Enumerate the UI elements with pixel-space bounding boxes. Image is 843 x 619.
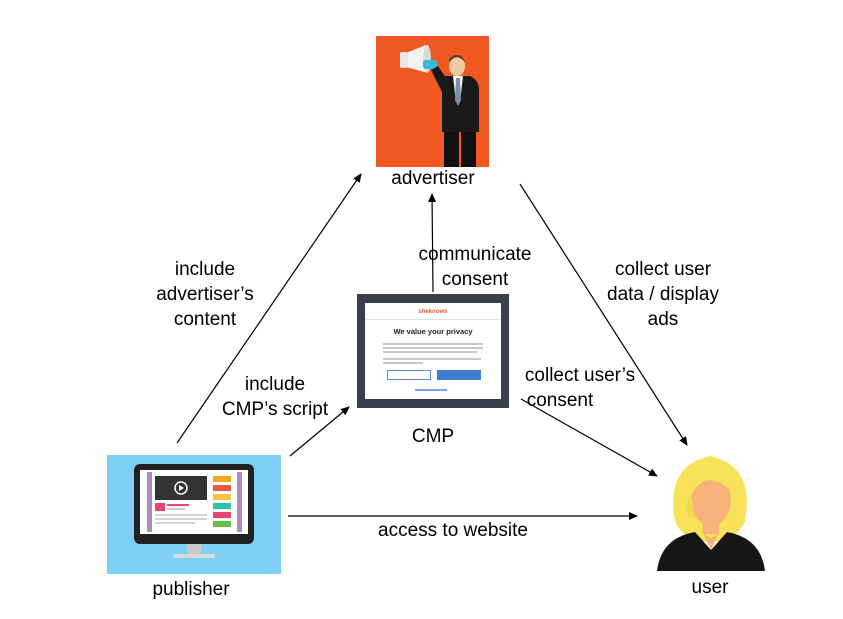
consent-dialog-title: We value your privacy — [393, 327, 473, 336]
edge-cmp-advertiser-arrow — [428, 193, 437, 293]
edge-publisher-advertiser-arrow — [176, 173, 362, 444]
publisher-label: publisher — [152, 579, 230, 600]
edge-publisher-cmp-arrow — [289, 406, 350, 457]
edge-label-line: content — [173, 309, 237, 330]
edge-cmp-user-label: collect user’s consent — [505, 363, 655, 413]
cmp-consent-dialog-screenshot: sheknows We value your privacy — [357, 294, 509, 408]
edge-label-line: collect user — [614, 259, 712, 280]
dialog-text-line — [383, 343, 483, 345]
edge-publisher-cmp-label: include CMP’s script — [205, 372, 345, 422]
edge-advertiser-user-label: collect user data / display ads — [583, 257, 743, 332]
edge-label-line: ads — [647, 309, 679, 330]
edge-advertiser-user-arrow — [519, 183, 688, 446]
dialog-text-line — [383, 358, 481, 360]
dialog-text-line — [383, 347, 483, 349]
edge-label-line: consent — [526, 390, 594, 411]
dialog-text-line — [383, 362, 423, 364]
edge-label-line: data / display — [607, 284, 719, 305]
edge-label-line: include — [174, 259, 236, 280]
edge-publisher-advertiser-label: include advertiser’s content — [130, 257, 280, 332]
consent-more-options-button — [387, 370, 431, 380]
dialog-footer-link — [415, 389, 447, 391]
dialog-text-line — [383, 351, 477, 353]
user-label: user — [691, 577, 729, 598]
edge-label-line: collect user’s — [524, 365, 636, 386]
consent-dialog: sheknows We value your privacy — [365, 303, 501, 399]
consent-accept-button — [437, 370, 481, 380]
edge-label-line: consent — [441, 269, 509, 290]
monitor-website-icon — [107, 455, 281, 574]
edge-label-line: communicate — [418, 244, 532, 265]
edge-label-line: advertiser’s — [156, 284, 254, 305]
edge-cmp-advertiser-label: communicate consent — [400, 242, 550, 292]
consent-dialog-brand: sheknows — [418, 309, 448, 315]
edge-label-line: include — [244, 374, 306, 395]
divider — [365, 319, 501, 320]
edge-cmp-user-arrow — [520, 398, 658, 477]
edge-publisher-user-label: access to website — [368, 518, 538, 543]
edge-label-line: CMP’s script — [221, 399, 329, 420]
advertiser-megaphone-icon — [376, 36, 489, 167]
edge-label-line: access to website — [378, 520, 528, 541]
user-avatar-icon — [657, 456, 765, 571]
cmp-label: CMP — [411, 426, 455, 447]
advertiser-label: advertiser — [391, 168, 475, 189]
